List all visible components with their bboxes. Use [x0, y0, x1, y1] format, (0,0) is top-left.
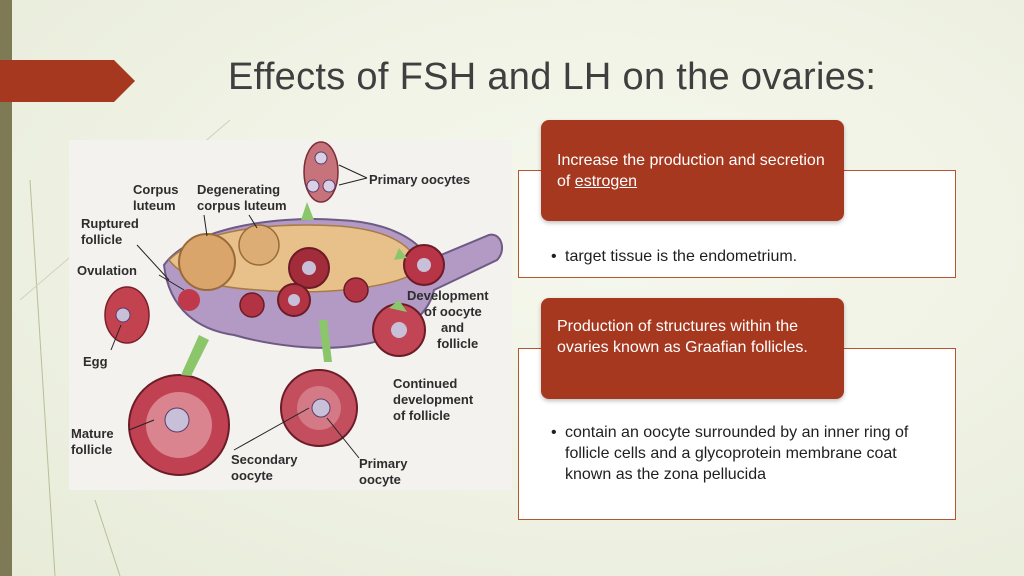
graafian-bullet-text: contain an oocyte surrounded by an inner…	[565, 424, 909, 483]
ovary-diagram: Primary oocytes Corpus luteum Degenerati…	[69, 140, 512, 490]
label-egg: Egg	[83, 354, 108, 369]
label-follicle: follicle	[437, 336, 478, 351]
estrogen-header: Increase the production and secretion of…	[541, 120, 844, 221]
label-ruptured: Ruptured	[81, 216, 139, 231]
label-luteum: luteum	[133, 198, 176, 213]
label-of-oocyte: of oocyte	[424, 304, 482, 319]
label-secondary-oocyte: oocyte	[231, 468, 273, 483]
label-mature: Mature	[71, 426, 114, 441]
label-ovulation: Ovulation	[77, 263, 137, 278]
bullet-dot: •	[551, 424, 557, 441]
slide-title: Effects of FSH and LH on the ovaries:	[228, 56, 877, 98]
label-degenerating: Degenerating	[197, 182, 280, 197]
label-continued-development: development	[393, 392, 474, 407]
label-primary-oocyte: oocyte	[359, 472, 401, 487]
label-development: Development	[407, 288, 489, 303]
label-continued: Continued	[393, 376, 457, 391]
estrogen-link[interactable]: estrogen	[574, 173, 638, 190]
estrogen-bullet-text: target tissue is the endometrium.	[565, 248, 798, 265]
label-and: and	[441, 320, 464, 335]
bullet-dot: •	[551, 248, 557, 265]
graafian-header-text: Production of structures within the ovar…	[557, 318, 808, 356]
label-degenerating-corpus-luteum: corpus luteum	[197, 198, 287, 213]
graafian-bullet-item: • contain an oocyte surrounded by an inn…	[551, 422, 923, 485]
graafian-header: Production of structures within the ovar…	[541, 298, 844, 399]
estrogen-header-text: Increase the production and secretion of	[557, 152, 825, 190]
label-primary: Primary	[359, 456, 408, 471]
estrogen-bullet-item: • target tissue is the endometrium.	[551, 246, 946, 267]
title-accent-arrow	[0, 60, 135, 102]
label-mature-follicle: follicle	[71, 442, 112, 457]
label-secondary: Secondary	[231, 452, 298, 467]
left-accent-bar	[0, 0, 12, 576]
label-primary-oocytes: Primary oocytes	[369, 172, 470, 187]
label-of-follicle: of follicle	[393, 408, 450, 423]
label-ruptured-follicle: follicle	[81, 232, 122, 247]
label-corpus: Corpus	[133, 182, 179, 197]
